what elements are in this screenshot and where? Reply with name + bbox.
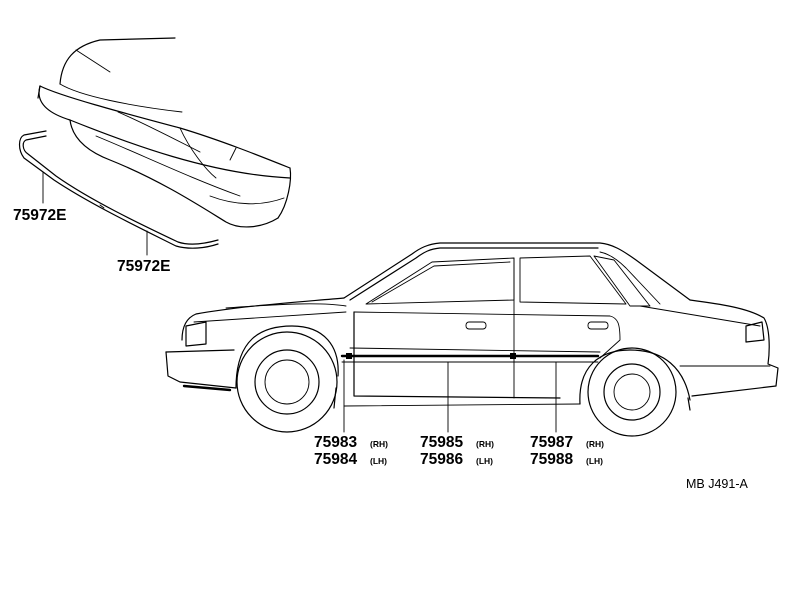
part-number-lh: 75984 — [314, 451, 357, 468]
side-note-lh: (LH) — [476, 456, 493, 466]
side-note-rh: (RH) — [586, 439, 604, 449]
part-number-lh: 75986 — [420, 451, 463, 468]
rear-bumper-drawing — [18, 37, 292, 249]
side-note-lh: (LH) — [586, 456, 603, 466]
part-number-rh: 75985 — [420, 434, 463, 451]
part-number-rh: 75987 — [530, 434, 573, 451]
part-number-rh: 75983 — [314, 434, 357, 451]
side-callout-group: 75985 (RH) 75986 (LH) — [420, 434, 494, 468]
sedan-drawing — [165, 242, 779, 437]
bumper-part-label: 75972E — [13, 207, 66, 224]
side-callout-group: 75987 (RH) 75988 (LH) — [530, 434, 604, 468]
side-note-rh: (RH) — [476, 439, 494, 449]
side-note-rh: (RH) — [370, 439, 388, 449]
side-callout-group: 75983 (RH) 75984 (LH) — [314, 434, 388, 468]
bumper-part-label: 75972E — [117, 258, 170, 275]
side-note-lh: (LH) — [370, 456, 387, 466]
part-number-lh: 75988 — [530, 451, 573, 468]
reference-code: MB J491-A — [686, 477, 748, 491]
